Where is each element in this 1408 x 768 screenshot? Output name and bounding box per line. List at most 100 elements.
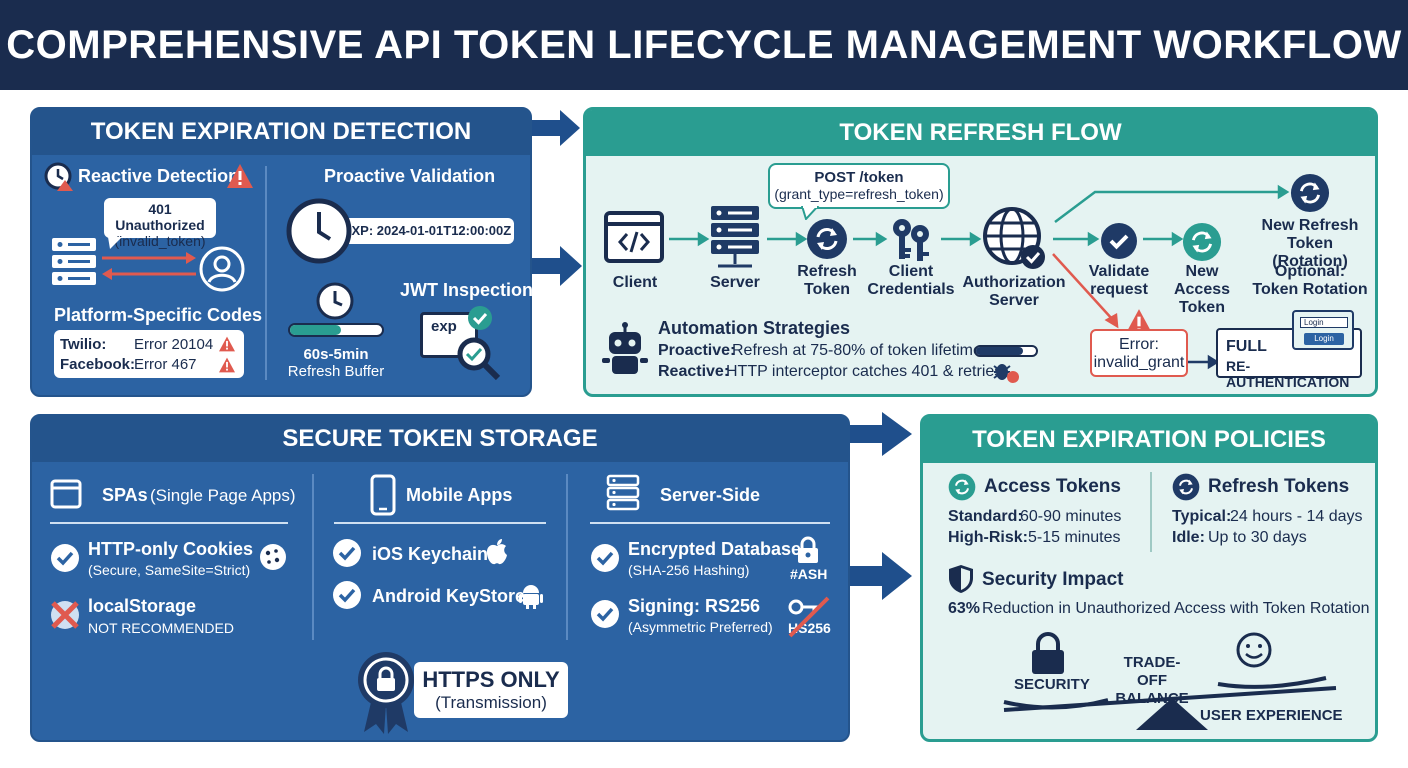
policies-divider [1150,472,1152,552]
detection-panel: TOKEN EXPIRATION DETECTION [30,107,532,397]
impact-percent: 63% [948,600,981,617]
strike-icon [788,596,830,638]
apple-icon [486,539,507,565]
warning-icon [227,164,253,188]
refresh-typical-value: 24 hours - 14 days [1230,508,1363,525]
cookies-subtitle: (Secure, SameSite=Strict) [88,562,251,578]
automation-reactive-text: HTTP interceptor catches 401 & retries [726,363,1003,380]
storage-divider [312,474,314,640]
server-side-rule [590,522,830,524]
warning-icon [219,357,235,373]
cookie-icon [260,544,286,570]
clock-icon [286,198,352,264]
refresh-tokens-title: Refresh Tokens [1208,476,1350,497]
timer-icon [316,282,354,320]
check-circle-icon [591,544,619,572]
grant-type-line: (grant_type=refresh_token) [774,186,944,202]
server-side-title: Server-Side [660,485,761,505]
warning-icon [219,336,235,352]
detection-panel-title: TOKEN EXPIRATION DETECTION [32,109,530,155]
refresh-buffer-value: 60s-5min [303,346,369,363]
request-response-arrows [102,252,196,280]
jwt-inspection-title: JWT Inspection [400,280,534,300]
access-standard-label: Standard: [948,508,1023,525]
spa-subtitle: (Single Page Apps) [150,486,296,505]
mobile-title: Mobile Apps [406,485,513,505]
refresh-buffer-bar [288,323,384,337]
post-token-line: POST /token [814,169,904,186]
check-circle-icon [333,581,361,609]
platform-codes-box: Twilio: Error 20104 Facebook: Error 467 [54,330,244,378]
arrow-detection-to-refresh-mid [532,246,582,286]
invalid-grant-box: Error: invalid_grant [1090,329,1188,377]
robot-icon [602,322,648,374]
localstorage-subtitle: NOT RECOMMENDED [88,620,234,636]
callout-tail [108,237,122,249]
new-access-token-icon [1182,222,1222,262]
detection-divider [265,166,267,380]
refresh-idle-label: Idle: [1172,529,1205,546]
error-401-callout: 401 Unauthorized (invalid_token) [104,198,216,249]
lock-icon [798,536,818,563]
error-label: Error: [1119,336,1159,353]
hash-tag: #ASH [790,566,828,582]
facebook-code: Error 467 [134,356,197,373]
arrow-storage-to-policies-top [850,412,912,456]
spa-rule [50,522,288,524]
flow-label-client-credentials: Client Credentials [867,263,955,298]
platform-codes-title: Platform-Specific Codes [54,305,263,325]
refresh-typical-label: Typical: [1172,508,1232,525]
encrypted-db-title: Encrypted Database [628,539,802,559]
check-circle-icon [333,539,361,567]
spa-title: SPAs [102,485,148,505]
refresh-circle-icon [1172,473,1200,501]
new-refresh-token-icon [1290,173,1330,213]
error-401-code: 401 Unauthorized [115,201,205,233]
android-icon [519,585,543,609]
android-keystore-label: Android KeyStore [372,586,526,606]
keys-icon [893,219,929,261]
error-401-detail: (invalid_token) [114,233,206,249]
lifetime-progress-bar [974,345,1038,357]
policies-panel-title: TOKEN EXPIRATION POLICIES [923,417,1375,463]
automation-reactive-label: Reactive: [658,363,730,380]
refresh-circle-icon [948,473,976,501]
https-only-title: HTTPS ONLY [422,667,560,692]
flow-label-authorization-server: Authorization Server [962,274,1066,309]
post-token-callout: POST /token (grant_type=refresh_token) [768,163,950,209]
server-icon [52,238,96,285]
full-reauth-line2: RE-AUTHENTICATION [1226,358,1350,390]
https-only-subtitle: (Transmission) [435,693,547,712]
page-title: COMPREHENSIVE API TOKEN LIFECYCLE MANAGE… [6,22,1402,67]
facebook-label: Facebook: [60,356,136,373]
check-circle-icon [51,544,79,572]
browser-window-icon [50,479,82,509]
bug-interceptor-icon [993,364,1019,383]
https-only-box: HTTPS ONLY (Transmission) [414,662,568,718]
flow-label-new-access-token: New Access Token [1173,263,1231,316]
server-icon [606,474,640,511]
server-rack-icon [711,206,759,268]
localstorage-title: localStorage [88,596,197,616]
hs256-tag: HS256 [788,620,831,636]
magnifier-icon [457,337,501,381]
check-circle-icon [468,306,492,330]
login-input-mock: Login [1300,317,1348,328]
error-value: invalid_grant [1093,354,1185,371]
shield-icon [949,565,973,593]
flow-label-refresh-token: Refresh Token [797,263,857,298]
refresh-buffer-label: Refresh Buffer [287,363,385,380]
access-standard-value: 60-90 minutes [1020,508,1122,525]
x-circle-icon [51,601,79,629]
refresh-flow-title: TOKEN REFRESH FLOW [586,110,1375,156]
full-reauth-box: FULL RE-AUTHENTICATION [1216,328,1362,390]
signing-title: Signing: RS256 [628,596,761,616]
automation-proactive-text: Refresh at 75-80% of token lifetime [732,342,982,359]
check-circle-icon [591,600,619,628]
flow-label-server: Server [710,274,760,291]
callout-tail [800,206,820,220]
refresh-token-icon [807,219,847,259]
access-highrisk-label: High-Risk: [948,529,1028,546]
exp-timestamp: EXP: 2024-01-01T12:00:00Z [340,218,514,244]
